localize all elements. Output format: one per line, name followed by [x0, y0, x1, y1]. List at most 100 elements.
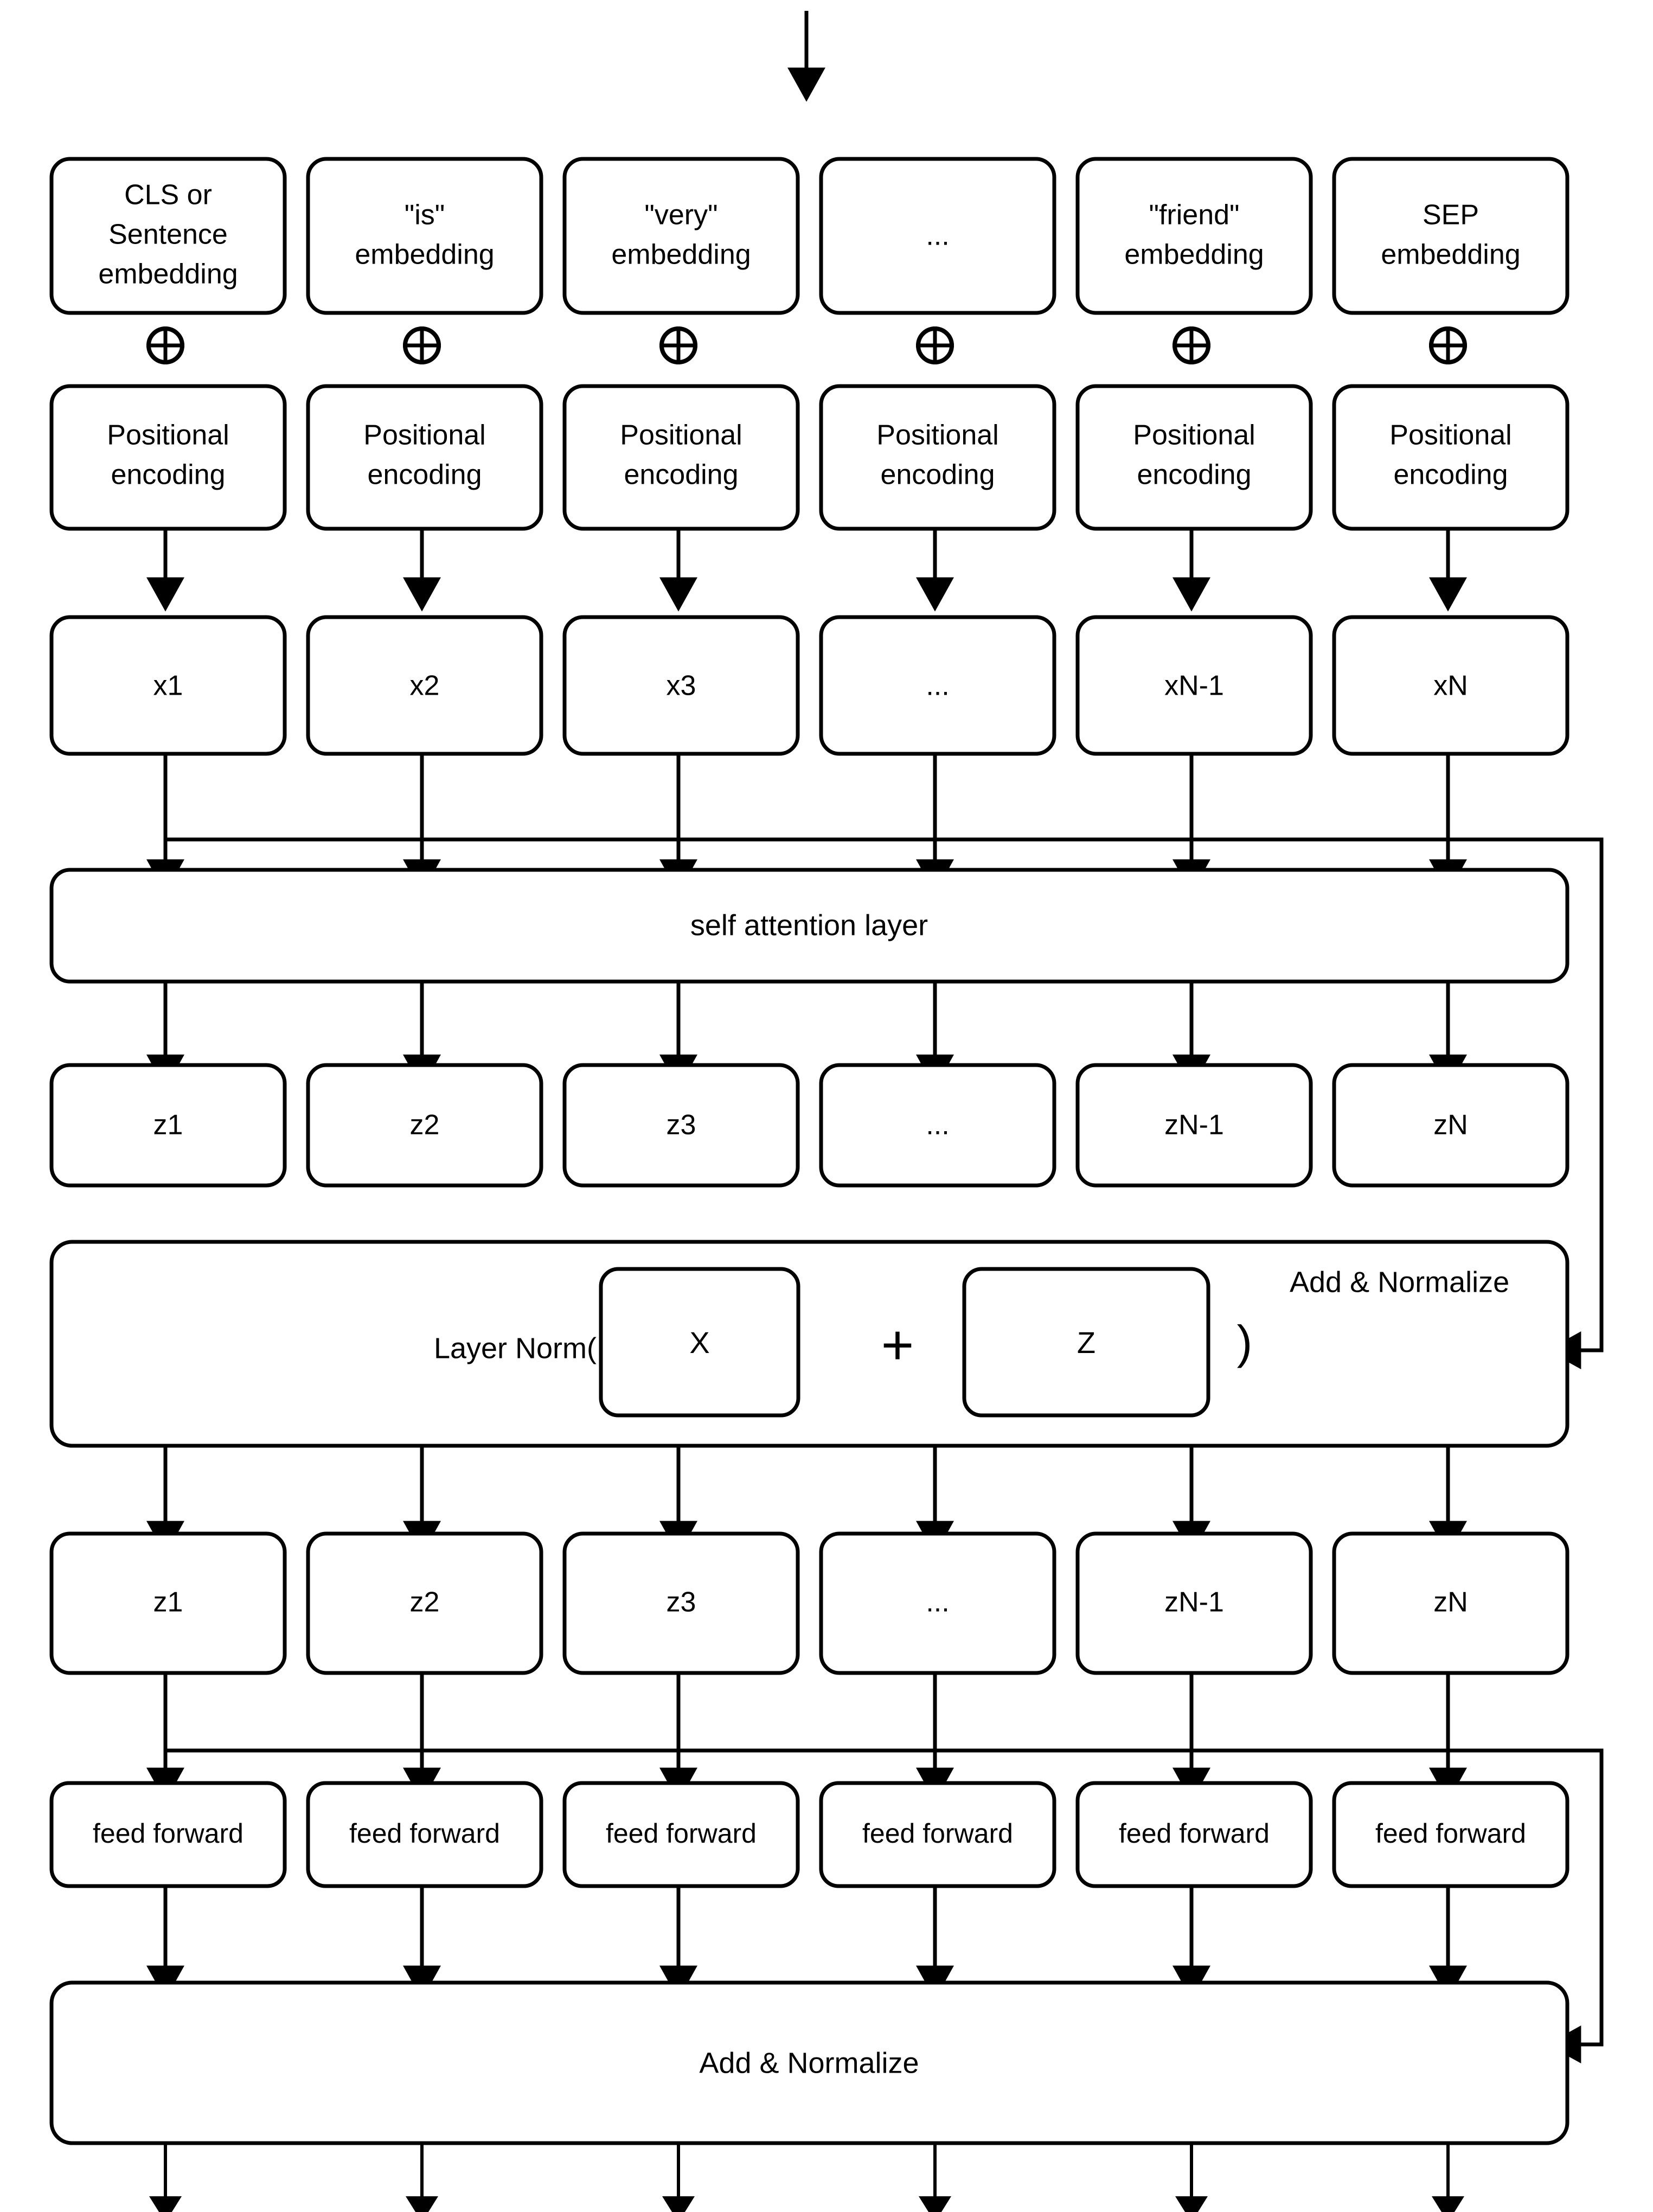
positional-encoding-box[interactable]: Positional encoding	[49, 384, 287, 531]
operand-x-box[interactable]: X	[599, 1267, 800, 1418]
embedding-label-line1: CLS or	[124, 179, 212, 211]
z-vector-box[interactable]: z2	[306, 1531, 543, 1675]
embedding-label-line2: embedding	[355, 239, 494, 271]
feed-forward-label: feed forward	[349, 1818, 500, 1849]
arrows-feedforward-to-addnorm2	[146, 1886, 1467, 2000]
self-attention-label: self attention layer	[690, 909, 928, 941]
z-vector-box[interactable]: ...	[819, 1063, 1056, 1188]
feed-forward-box[interactable]: feed forward	[49, 1781, 287, 1888]
z-vector-label: zN	[1433, 1587, 1468, 1618]
self-attention-layer[interactable]: self attention layer	[49, 868, 1569, 984]
positional-label-line1: Positional	[363, 420, 485, 451]
z-vector-label: zN-1	[1164, 1110, 1224, 1141]
z-vector-box[interactable]: zN-1	[1075, 1063, 1313, 1188]
feed-forward-box[interactable]: feed forward	[1332, 1781, 1569, 1888]
operand-x-label: X	[689, 1325, 709, 1360]
x-vector-label: x3	[667, 670, 696, 702]
feed-forward-box[interactable]: feed forward	[306, 1781, 543, 1888]
z-vector-box[interactable]: z1	[49, 1531, 287, 1675]
residual-connection-feedforward	[165, 1748, 1604, 2063]
x-vector-label: x1	[153, 670, 183, 702]
positional-label-line1: Positional	[107, 420, 229, 451]
x-vector-label: ...	[926, 670, 949, 702]
x-vector-box[interactable]: xN-1	[1075, 615, 1313, 756]
z-vector-row-1: z1 z2 z3 ... zN-1 zN	[49, 1063, 1569, 1188]
positional-label-line2: encoding	[1137, 459, 1251, 491]
embedding-box[interactable]: "friend" embedding	[1075, 157, 1313, 315]
z-vector-box[interactable]: z3	[562, 1531, 800, 1675]
plus-circle-icon	[1429, 326, 1467, 364]
positional-label-line2: encoding	[111, 459, 225, 491]
residual-connection-attention	[165, 837, 1604, 1369]
arrows-attention-to-z1	[146, 982, 1467, 1089]
feed-forward-label: feed forward	[1119, 1818, 1270, 1849]
x-vector-box[interactable]: x3	[562, 615, 800, 756]
add-normalize-label: Add & Normalize	[699, 2047, 919, 2079]
layer-norm-prefix-label: Layer Norm(	[434, 1332, 597, 1364]
positional-label-line2: encoding	[367, 459, 482, 491]
plus-circle-icon	[403, 326, 441, 364]
operand-z-box[interactable]: Z	[962, 1267, 1210, 1418]
feed-forward-row: feed forward feed forward feed forward f…	[49, 1781, 1569, 1888]
embedding-box[interactable]: "very" embedding	[562, 157, 800, 315]
feed-forward-box[interactable]: feed forward	[562, 1781, 800, 1888]
positional-encoding-row: Positional encoding Positional encoding …	[49, 384, 1569, 531]
operand-z-label: Z	[1077, 1325, 1095, 1360]
embedding-label-line2: embedding	[611, 239, 751, 271]
arrows-x-to-attention	[146, 754, 1467, 894]
z-vector-box[interactable]: z3	[562, 1063, 800, 1188]
positional-encoding-box[interactable]: Positional encoding	[1332, 384, 1569, 531]
z-vector-label: z2	[410, 1110, 440, 1141]
x-vector-label: xN	[1433, 670, 1468, 702]
z-vector-box[interactable]: ...	[819, 1531, 1056, 1675]
embedding-label-line2: Sentence	[108, 219, 228, 251]
embedding-label-line2: embedding	[1381, 239, 1520, 271]
feed-forward-label: feed forward	[606, 1818, 757, 1849]
z-vector-label: ...	[926, 1110, 949, 1141]
layer-norm-suffix-label: )	[1237, 1317, 1253, 1369]
positional-encoding-box[interactable]: Positional encoding	[819, 384, 1056, 531]
positional-encoding-box[interactable]: Positional encoding	[1075, 384, 1313, 531]
feed-forward-box[interactable]: feed forward	[1075, 1781, 1313, 1888]
positional-label-line2: encoding	[1393, 459, 1508, 491]
add-normalize-block-1[interactable]: Add & Normalize Layer Norm( X + Z )	[49, 1240, 1569, 1448]
z-vector-box[interactable]: zN	[1332, 1531, 1569, 1675]
embedding-label-line1: "is"	[405, 200, 445, 231]
add-normalize-block-2[interactable]: Add & Normalize	[49, 1980, 1569, 2145]
z-vector-label: z3	[667, 1587, 696, 1618]
x-vector-box[interactable]: x1	[49, 615, 287, 756]
positional-label-line2: encoding	[624, 459, 738, 491]
z-vector-box[interactable]: zN-1	[1075, 1531, 1313, 1675]
embedding-box[interactable]: CLS or Sentence embedding	[49, 157, 287, 315]
embedding-box[interactable]: ...	[819, 157, 1056, 315]
embedding-box[interactable]: SEP embedding	[1332, 157, 1569, 315]
embedding-box[interactable]: "is" embedding	[306, 157, 543, 315]
arrows-z2-to-feedforward	[146, 1673, 1467, 1802]
z-vector-box[interactable]: z2	[306, 1063, 543, 1188]
x-vector-row: x1 x2 x3 ... xN-1 xN	[49, 615, 1569, 756]
feed-forward-box[interactable]: feed forward	[819, 1781, 1056, 1888]
z-vector-box[interactable]: zN	[1332, 1063, 1569, 1188]
z-vector-label: zN-1	[1164, 1587, 1224, 1618]
arrows-pos-to-x	[146, 529, 1467, 612]
embedding-label-line1: ...	[926, 220, 949, 252]
z-vector-row-2: z1 z2 z3 ... zN-1 zN	[49, 1531, 1569, 1675]
z-vector-label: zN	[1433, 1110, 1468, 1141]
embedding-label-line1: "very"	[644, 200, 717, 231]
add-normalize-corner-label: Add & Normalize	[1290, 1266, 1509, 1298]
plus-circle-icon	[659, 326, 697, 364]
x-vector-box[interactable]: xN	[1332, 615, 1569, 756]
positional-encoding-box[interactable]: Positional encoding	[562, 384, 800, 531]
positional-encoding-box[interactable]: Positional encoding	[306, 384, 543, 531]
arrows-output	[149, 2143, 1464, 2212]
x-vector-box[interactable]: x2	[306, 615, 543, 756]
x-vector-box[interactable]: ...	[819, 615, 1056, 756]
z-vector-label: z1	[153, 1587, 183, 1618]
plus-circle-icon	[1173, 326, 1210, 364]
z-vector-box[interactable]: z1	[49, 1063, 287, 1188]
positional-label-line1: Positional	[1133, 420, 1255, 451]
z-vector-label: z2	[410, 1587, 440, 1618]
z-vector-label: ...	[926, 1587, 949, 1618]
